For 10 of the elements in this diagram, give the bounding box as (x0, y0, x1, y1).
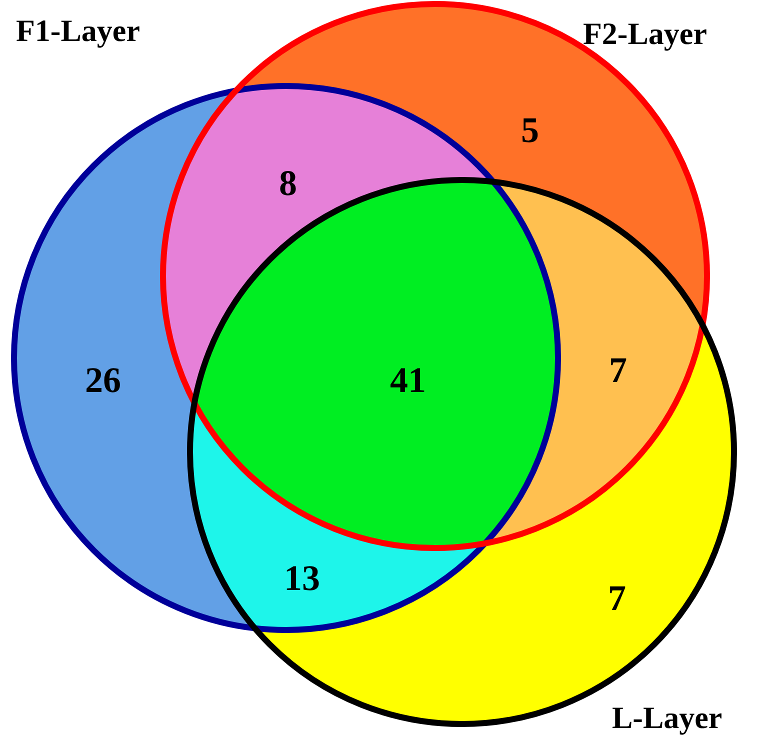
region-count: 13 (284, 557, 320, 599)
region-count: 5 (521, 109, 539, 151)
set-label: F2-Layer (583, 16, 707, 52)
region-count: 26 (85, 359, 121, 401)
set-label: F1-Layer (16, 13, 140, 49)
set-label: L-Layer (612, 700, 722, 736)
region-count: 8 (279, 162, 297, 204)
region-count: 7 (609, 349, 627, 391)
region-count: 41 (390, 359, 426, 401)
region-count: 7 (608, 577, 626, 619)
